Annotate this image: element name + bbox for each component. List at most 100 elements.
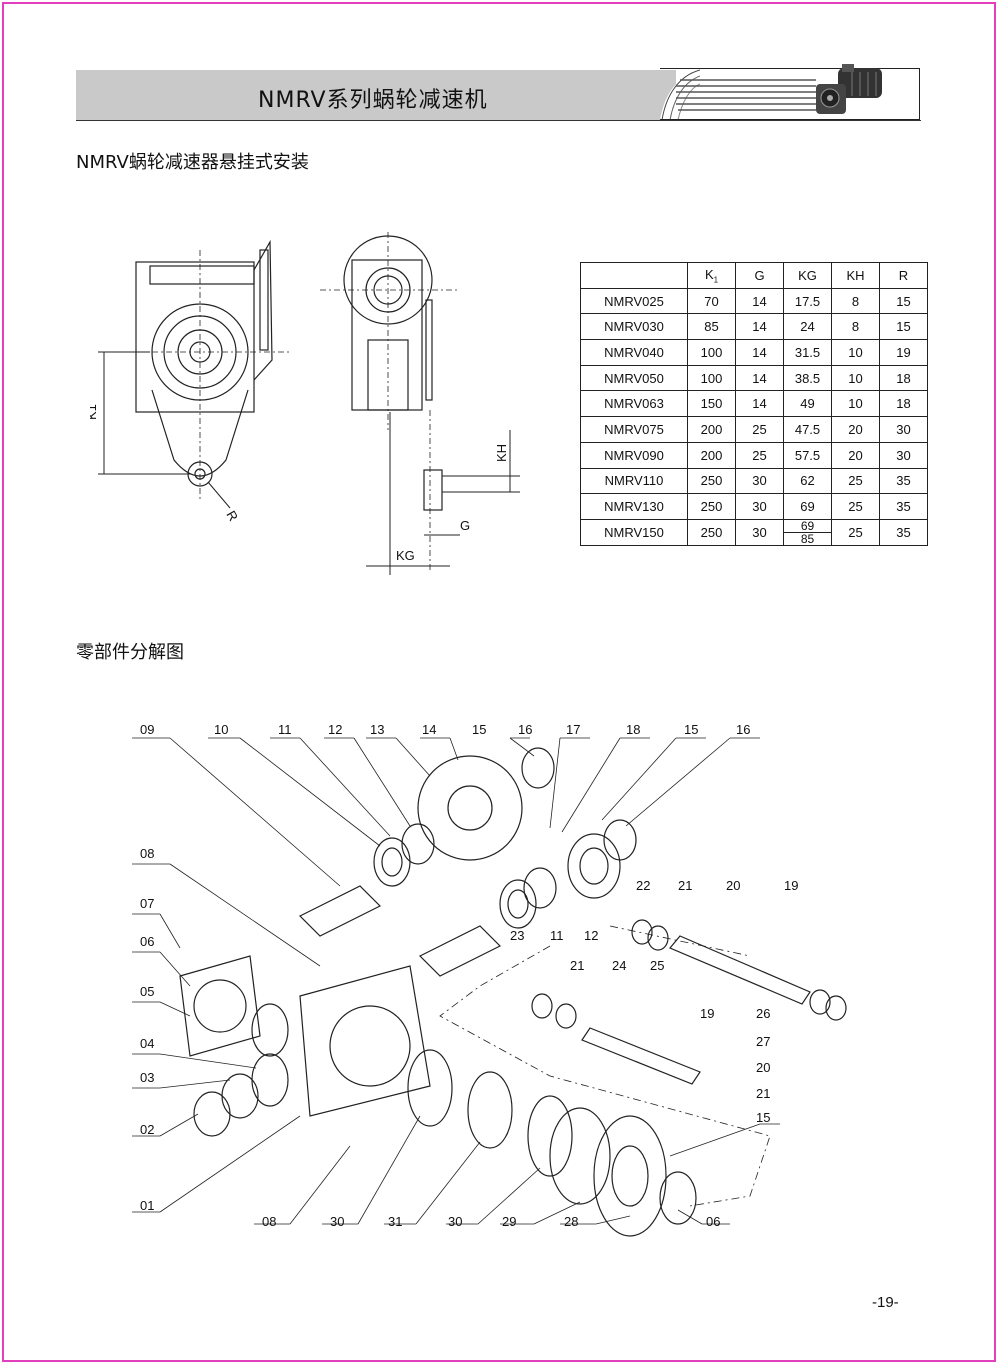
- page-number: -19-: [872, 1294, 899, 1311]
- dim-kh-label: KH: [494, 444, 509, 462]
- value-cell: 25: [831, 518, 880, 546]
- value-cell: 57.5: [783, 441, 832, 469]
- section-title-mounting: NMRV蜗轮减速器悬挂式安装: [76, 152, 309, 173]
- part-label: 17: [566, 722, 580, 737]
- value-cell: 30: [879, 416, 928, 443]
- exploded-parts-drawing: 09 10 11 12 13 14 15 16 17 18 15 16 08 0…: [132, 722, 847, 1237]
- part-label: 21: [678, 878, 692, 893]
- part-label: 10: [214, 722, 228, 737]
- value-cell: 8: [831, 287, 880, 315]
- value-cell-bottom: 85: [800, 531, 815, 546]
- part-label: 04: [140, 1036, 154, 1051]
- mounting-drawing: K1 R KH G KG: [90, 232, 520, 575]
- part-label: 21: [570, 958, 584, 973]
- part-label: 07: [140, 896, 154, 911]
- model-cell: NMRV050: [580, 364, 688, 392]
- part-label: 16: [736, 722, 750, 737]
- value-cell: 38.5: [783, 364, 832, 392]
- part-label: 30: [448, 1214, 462, 1229]
- value-cell: 15: [879, 287, 928, 315]
- value-cell: 14: [735, 364, 784, 392]
- table-header-cell: KG: [783, 262, 832, 289]
- model-cell: NMRV150: [580, 518, 688, 546]
- part-label: 08: [262, 1214, 276, 1229]
- table-header-cell: KH: [831, 262, 880, 289]
- value-cell: 25: [735, 416, 784, 443]
- model-cell: NMRV030: [580, 313, 688, 341]
- table-header-cell: [580, 262, 688, 289]
- part-label: 08: [140, 846, 154, 861]
- dim-kg-label: KG: [396, 548, 415, 563]
- part-label: 30: [330, 1214, 344, 1229]
- part-label: 19: [700, 1006, 714, 1021]
- value-cell: 100: [687, 339, 736, 366]
- part-label: 12: [584, 928, 598, 943]
- value-cell: 85: [687, 313, 736, 341]
- model-cell: NMRV040: [580, 339, 688, 366]
- model-cell: NMRV025: [580, 287, 688, 315]
- value-cell: 30: [735, 518, 784, 546]
- value-cell: 35: [879, 518, 928, 546]
- model-cell: NMRV063: [580, 390, 688, 418]
- dim-g-label: G: [460, 518, 470, 533]
- part-label: 15: [684, 722, 698, 737]
- value-cell: 62: [783, 467, 832, 495]
- header-band: [76, 70, 676, 120]
- part-label: 13: [370, 722, 384, 737]
- part-label: 06: [706, 1214, 720, 1229]
- value-cell: 19: [879, 339, 928, 366]
- part-label: 20: [756, 1060, 770, 1075]
- value-cell: 10: [831, 364, 880, 392]
- dim-r-label: R: [223, 508, 241, 524]
- part-label: 24: [612, 958, 626, 973]
- part-label: 25: [650, 958, 664, 973]
- value-cell: 14: [735, 390, 784, 418]
- part-label: 22: [636, 878, 650, 893]
- value-cell: 14: [735, 313, 784, 341]
- table-header-cell: R: [879, 262, 928, 289]
- table-header-cell: G: [735, 262, 784, 289]
- value-cell: 35: [879, 493, 928, 520]
- part-label: 15: [756, 1110, 770, 1125]
- value-cell: 150: [687, 390, 736, 418]
- value-cell: 25: [735, 441, 784, 469]
- value-cell: 100: [687, 364, 736, 392]
- part-label: 12: [328, 722, 342, 737]
- part-label: 19: [784, 878, 798, 893]
- value-cell: 200: [687, 416, 736, 443]
- value-cell: 30: [735, 493, 784, 520]
- model-cell: NMRV110: [580, 467, 688, 495]
- value-cell: 14: [735, 339, 784, 366]
- part-label: 11: [278, 722, 292, 737]
- part-label: 01: [140, 1198, 154, 1213]
- value-cell: 20: [831, 416, 880, 443]
- part-label: 23: [510, 928, 524, 943]
- part-label: 14: [422, 722, 436, 737]
- value-cell: 30: [735, 467, 784, 495]
- value-cell: 69: [783, 493, 832, 520]
- value-cell: 8: [831, 313, 880, 341]
- value-cell: 31.5: [783, 339, 832, 366]
- value-cell: 20: [831, 441, 880, 469]
- section-title-exploded: 零部件分解图: [76, 642, 184, 663]
- value-cell: 70: [687, 287, 736, 315]
- part-label: 29: [502, 1214, 516, 1229]
- part-label: 18: [626, 722, 640, 737]
- header-divider: [76, 120, 921, 121]
- part-label: 06: [140, 934, 154, 949]
- part-label: 31: [388, 1214, 402, 1229]
- page-title: NMRV系列蜗轮减速机: [258, 88, 488, 113]
- part-label: 05: [140, 984, 154, 999]
- value-cell: 24: [783, 313, 832, 341]
- part-label: 28: [564, 1214, 578, 1229]
- part-label: 20: [726, 878, 740, 893]
- value-cell: 17.5: [783, 287, 832, 315]
